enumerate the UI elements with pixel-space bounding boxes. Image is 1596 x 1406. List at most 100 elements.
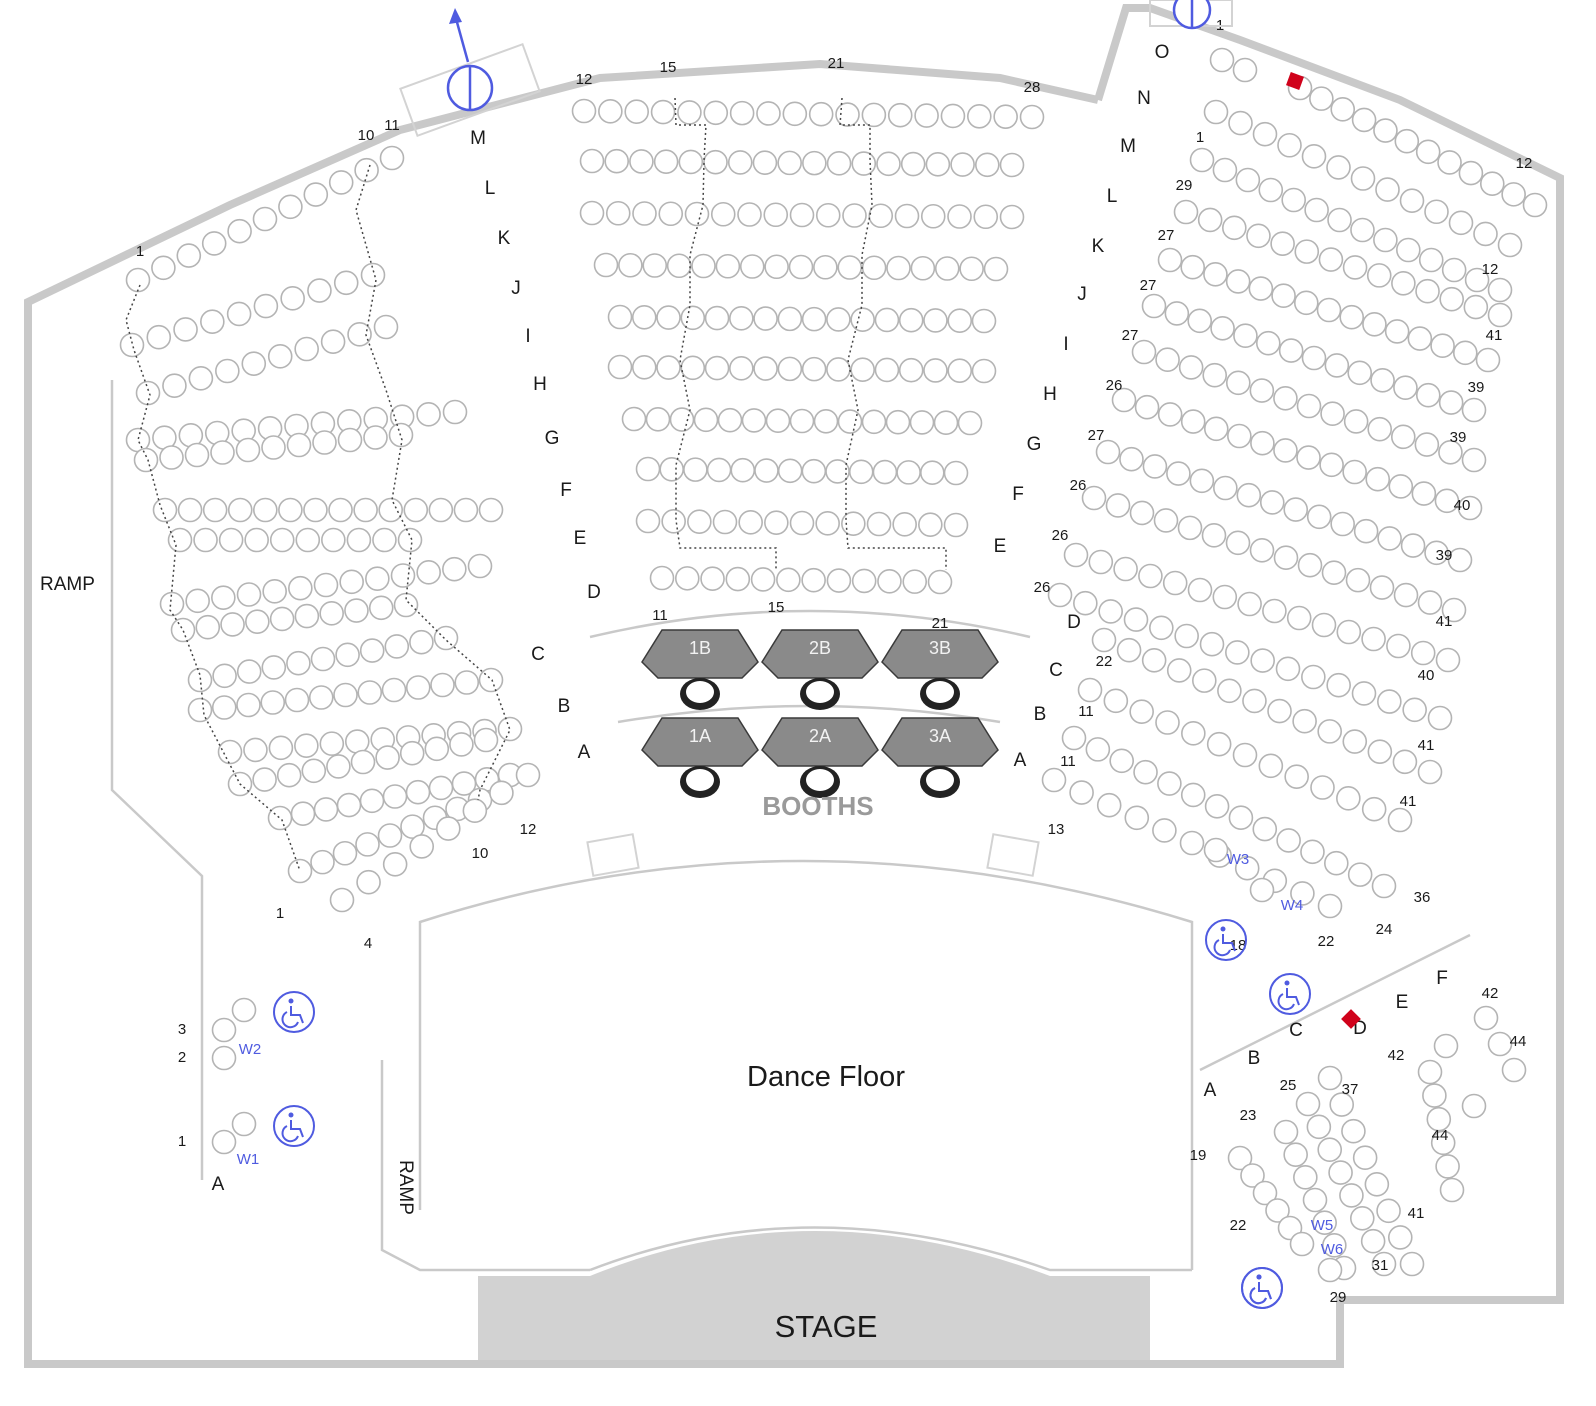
seat-right[interactable] bbox=[1487, 277, 1513, 303]
seat-center[interactable] bbox=[741, 408, 767, 433]
seat-right[interactable] bbox=[1296, 393, 1322, 419]
seat-center[interactable] bbox=[861, 255, 887, 281]
seat-accessible-left[interactable] bbox=[211, 1129, 237, 1155]
seat-center[interactable] bbox=[717, 407, 743, 433]
seat-center[interactable] bbox=[1019, 104, 1045, 130]
seat-left[interactable] bbox=[467, 553, 493, 579]
seat-lower-right[interactable] bbox=[1422, 1083, 1447, 1108]
seat-right[interactable] bbox=[1296, 445, 1321, 470]
seat-left[interactable] bbox=[435, 816, 461, 841]
seat-left[interactable] bbox=[319, 601, 344, 626]
seat-lower-right[interactable] bbox=[1293, 1165, 1318, 1190]
seat-right[interactable] bbox=[1124, 805, 1150, 831]
seat-left[interactable] bbox=[368, 595, 394, 621]
seat-right[interactable] bbox=[1189, 147, 1215, 173]
seat-left[interactable] bbox=[236, 582, 262, 607]
seat-right[interactable] bbox=[1415, 382, 1441, 408]
seat-center[interactable] bbox=[729, 100, 755, 126]
seat-right[interactable] bbox=[1309, 86, 1334, 111]
seat-left[interactable] bbox=[382, 784, 408, 809]
seat-right[interactable] bbox=[1377, 526, 1402, 551]
seat-left[interactable] bbox=[347, 322, 372, 347]
seat-right[interactable] bbox=[1345, 567, 1371, 593]
seat-right[interactable] bbox=[1342, 729, 1368, 754]
seat-left[interactable] bbox=[335, 642, 360, 668]
seat-center[interactable] bbox=[737, 202, 762, 227]
seat-center[interactable] bbox=[851, 151, 877, 176]
seat-right[interactable] bbox=[1085, 737, 1111, 762]
seat-center[interactable] bbox=[629, 149, 654, 174]
seat-center[interactable] bbox=[666, 253, 692, 279]
seat-left[interactable] bbox=[337, 427, 363, 453]
seat-center[interactable] bbox=[693, 407, 719, 433]
seat-right[interactable] bbox=[1384, 319, 1410, 344]
seat-right[interactable] bbox=[1201, 523, 1227, 548]
seat-right[interactable] bbox=[1336, 619, 1362, 645]
wheelchair-W2[interactable]: W2 bbox=[239, 991, 315, 1058]
seat-left[interactable] bbox=[359, 638, 385, 663]
seat-right[interactable] bbox=[1133, 759, 1158, 785]
seat-center[interactable] bbox=[826, 357, 851, 382]
seat-center[interactable] bbox=[788, 254, 814, 280]
seat-right[interactable] bbox=[1088, 549, 1114, 575]
seat-right[interactable] bbox=[1435, 647, 1461, 673]
seat-right[interactable] bbox=[1464, 267, 1490, 293]
seat-right[interactable] bbox=[1414, 432, 1440, 457]
seat-left[interactable] bbox=[328, 170, 354, 195]
seat-left[interactable] bbox=[403, 497, 429, 523]
seat-right[interactable] bbox=[1249, 537, 1275, 563]
seat-right[interactable] bbox=[1047, 582, 1073, 608]
wheelchair-W4[interactable]: W4 bbox=[1269, 897, 1311, 1015]
seat-lower-right[interactable] bbox=[1328, 1160, 1353, 1185]
seat-right[interactable] bbox=[1199, 631, 1225, 657]
seat-left[interactable] bbox=[295, 527, 321, 553]
seat-center[interactable] bbox=[756, 101, 781, 126]
seat-right[interactable] bbox=[1228, 805, 1254, 830]
seat-left[interactable] bbox=[162, 373, 187, 398]
seat-center[interactable] bbox=[765, 408, 791, 434]
seat-center[interactable] bbox=[712, 509, 738, 535]
seat-left[interactable] bbox=[313, 797, 339, 822]
seat-right[interactable] bbox=[1367, 416, 1393, 442]
seat-right[interactable] bbox=[1189, 468, 1215, 494]
seat-right[interactable] bbox=[1391, 271, 1416, 296]
seat-right[interactable] bbox=[1096, 792, 1122, 818]
seat-right[interactable] bbox=[1447, 547, 1473, 573]
seat-center[interactable] bbox=[661, 509, 686, 534]
seat-center[interactable] bbox=[902, 569, 928, 594]
seat-left[interactable] bbox=[384, 634, 410, 659]
seat-lower-right[interactable] bbox=[1289, 1231, 1315, 1257]
seat-left[interactable] bbox=[381, 677, 407, 703]
seat-left[interactable] bbox=[173, 317, 198, 342]
seat-right[interactable] bbox=[1317, 719, 1342, 744]
seat-left[interactable] bbox=[377, 823, 403, 848]
seat-left[interactable] bbox=[280, 286, 305, 311]
seat-right[interactable] bbox=[1293, 290, 1319, 316]
seat-right[interactable] bbox=[1111, 387, 1137, 413]
seat-right[interactable] bbox=[1164, 301, 1190, 326]
seat-right[interactable] bbox=[1174, 623, 1199, 649]
seat-left[interactable] bbox=[321, 527, 346, 553]
seat-center[interactable] bbox=[642, 253, 668, 278]
seat-center[interactable] bbox=[729, 356, 754, 381]
seat-lower-right[interactable] bbox=[1399, 1251, 1425, 1277]
seat-left[interactable] bbox=[135, 380, 161, 406]
seat-right[interactable] bbox=[1141, 293, 1167, 319]
seat-right[interactable] bbox=[1270, 231, 1295, 256]
seat-right[interactable] bbox=[1225, 269, 1251, 294]
seat-right[interactable] bbox=[1098, 599, 1123, 624]
seat-left[interactable] bbox=[202, 497, 228, 523]
seat-center[interactable] bbox=[874, 357, 900, 383]
seat-left[interactable] bbox=[241, 351, 267, 376]
seat-right[interactable] bbox=[1324, 353, 1350, 378]
seat-left[interactable] bbox=[252, 206, 278, 232]
seat-center[interactable] bbox=[947, 358, 973, 384]
seat-right[interactable] bbox=[1155, 710, 1180, 735]
seat-right[interactable] bbox=[1396, 237, 1421, 263]
seat-center[interactable] bbox=[659, 457, 684, 482]
seat-center[interactable] bbox=[850, 357, 875, 382]
seat-center[interactable] bbox=[971, 308, 997, 334]
seat-right[interactable] bbox=[1306, 504, 1332, 530]
seat-left[interactable] bbox=[363, 425, 388, 450]
seat-right[interactable] bbox=[1373, 227, 1398, 253]
